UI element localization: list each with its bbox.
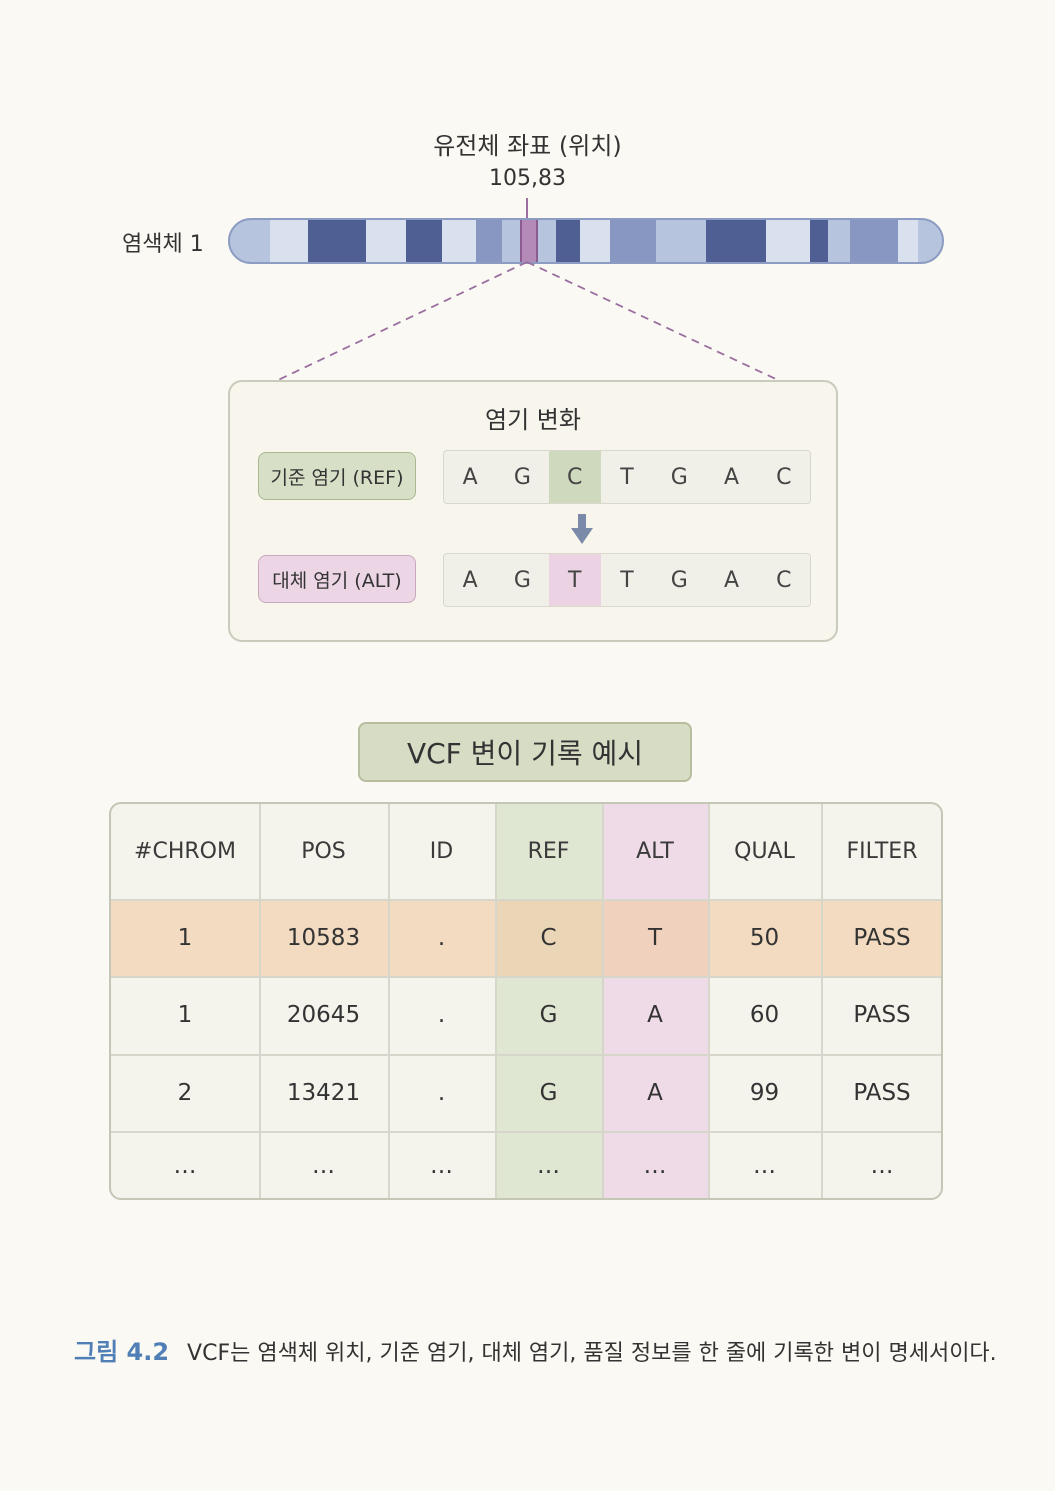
table-cell: 1 [177, 1002, 193, 1028]
column-header: REF [527, 839, 570, 864]
table-cell: . [437, 924, 446, 951]
alt-base: A [724, 567, 740, 593]
column-header: FILTER [846, 839, 918, 864]
coordinate-value: 105,83 [489, 166, 566, 191]
ref-base: A [462, 464, 478, 490]
table-cell: … [870, 1152, 894, 1179]
table-cell: PASS [853, 924, 911, 951]
chromosome-band [898, 220, 918, 262]
table-cell: 13421 [286, 1079, 361, 1106]
table-cell: … [173, 1152, 197, 1179]
table-cell: . [437, 1002, 446, 1028]
zoom-line-right [526, 261, 781, 382]
chromosome-label: 염색체 1 [122, 232, 204, 257]
column-divider [495, 804, 497, 1198]
ref-base: G [670, 464, 688, 490]
chromosome-band [850, 220, 898, 262]
table-cell: 99 [749, 1079, 780, 1106]
chromosome-band [366, 220, 406, 262]
alt-base: A [462, 567, 478, 593]
variant-title: 염기 변화 [485, 406, 581, 434]
table-cell: … [537, 1152, 560, 1179]
table-cell: … [753, 1152, 776, 1179]
chromosome-locus-highlight [520, 220, 538, 262]
column-divider [708, 804, 710, 1198]
column-header: QUAL [734, 839, 795, 864]
ref-base-changed: C [548, 451, 601, 503]
table-cell: . [437, 1079, 446, 1106]
table-cell: C [540, 924, 557, 951]
ref-base: G [513, 464, 531, 490]
chromosome-ideogram [228, 218, 944, 264]
chromosome-band [442, 220, 476, 262]
table-cell: 20645 [286, 1002, 361, 1028]
chromosome-band [766, 220, 810, 262]
alt-sequence: A G T T G A C [443, 553, 811, 607]
chromosome-band [556, 220, 580, 262]
caption-text: VCF는 염색체 위치, 기준 염기, 대체 염기, 품질 정보를 한 줄에 기… [187, 1341, 997, 1366]
ref-base: T [620, 464, 634, 490]
table-cell: A [647, 1002, 663, 1028]
table-cell: PASS [853, 1079, 911, 1106]
ref-sequence: A G C T G A C [443, 450, 811, 504]
alt-base: G [670, 567, 688, 593]
table-cell: PASS [853, 1002, 911, 1028]
chromosome-band [270, 220, 308, 262]
column-header: #CHROM [134, 839, 236, 864]
highlighted-row [111, 899, 941, 976]
column-divider [602, 804, 604, 1198]
table-cell: 1 [177, 924, 193, 951]
coordinate-title: 유전체 좌표 (위치) [433, 132, 622, 160]
chromosome-band [406, 220, 442, 262]
chromosome-band [810, 220, 828, 262]
ref-base: A [724, 464, 740, 490]
column-header: POS [301, 839, 346, 864]
table-cell: 10583 [286, 924, 361, 951]
row-divider [111, 899, 941, 901]
table-cell: A [647, 1079, 663, 1106]
zoom-line-left [275, 261, 528, 382]
ref-base: C [776, 464, 792, 490]
table-cell: … [643, 1152, 667, 1179]
row-divider [111, 1054, 941, 1056]
alt-base-changed: T [548, 554, 601, 606]
alt-base: T [620, 567, 634, 593]
table-cell: … [430, 1152, 453, 1179]
chromosome-band [580, 220, 610, 262]
down-arrow-icon [571, 514, 593, 544]
figure-caption: 그림 4.2 VCF는 염색체 위치, 기준 염기, 대체 염기, 품질 정보를 … [74, 1332, 997, 1367]
ref-base-label: 기준 염기 (REF) [258, 452, 416, 500]
row-divider [111, 976, 941, 978]
table-cell: G [539, 1079, 558, 1106]
table-cell: … [312, 1152, 335, 1179]
figure-number: 그림 4.2 [74, 1338, 170, 1366]
chromosome-band [308, 220, 366, 262]
chromosome-band [610, 220, 656, 262]
alt-base-label: 대체 염기 (ALT) [258, 555, 416, 603]
row-divider [111, 1131, 941, 1133]
table-cell: 2 [177, 1079, 193, 1106]
alt-base: G [513, 567, 531, 593]
table-cell: T [647, 924, 663, 951]
table-cell: 60 [749, 1002, 780, 1028]
column-divider [821, 804, 823, 1198]
table-cell: G [539, 1002, 558, 1028]
alt-base: C [776, 567, 792, 593]
table-cell: 50 [749, 924, 780, 951]
column-divider [388, 804, 390, 1198]
column-divider [259, 804, 261, 1198]
column-header: ALT [636, 839, 674, 864]
column-header: ID [429, 839, 454, 864]
chromosome-band [476, 220, 502, 262]
chromosome-band [706, 220, 766, 262]
table-title: VCF 변이 기록 예시 [358, 722, 692, 782]
